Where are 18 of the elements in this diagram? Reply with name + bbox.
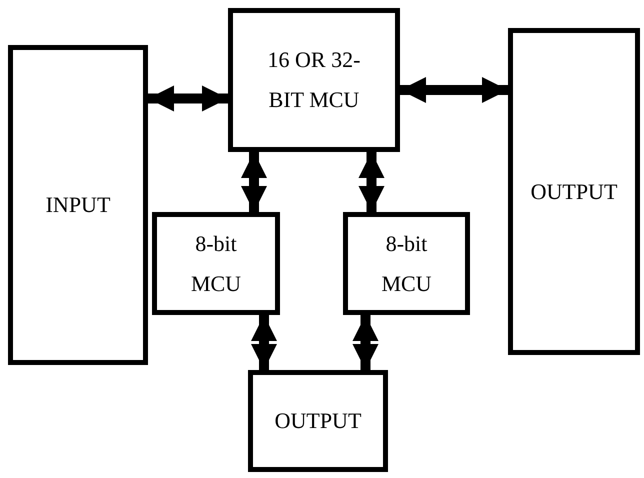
double-arrow: [358, 152, 384, 212]
block-label: 16 OR 32-BIT MCU: [266, 46, 362, 114]
double-arrow: [352, 315, 378, 370]
double-arrow: [251, 315, 277, 370]
block-label: OUTPUT: [530, 178, 618, 206]
block-label: 8-bit MCU: [190, 230, 242, 298]
block-label: INPUT: [44, 191, 112, 220]
block-label: 8-bit MCU: [380, 230, 433, 298]
block-box: [248, 370, 388, 472]
double-arrow: [400, 77, 508, 103]
block-box: [508, 28, 640, 355]
block-box: [8, 45, 148, 365]
block-box: [343, 212, 470, 315]
double-arrow: [241, 152, 267, 212]
double-arrow: [148, 86, 228, 112]
block-box: [228, 8, 400, 152]
block-label: OUTPUT: [274, 407, 362, 436]
block-box: [152, 212, 280, 315]
